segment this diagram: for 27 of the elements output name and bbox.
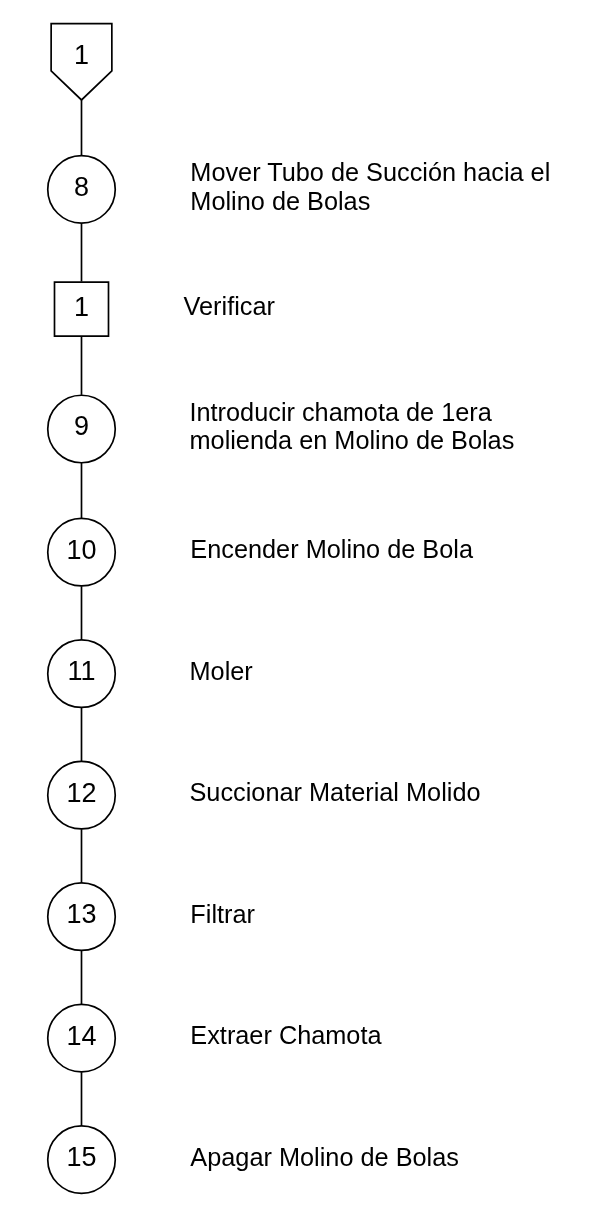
node-circle: 12	[46, 760, 117, 830]
node-circle: 10	[46, 517, 117, 587]
node-label: Apagar Molino de Bolas	[190, 1142, 459, 1171]
node-label: Verificar	[183, 292, 275, 321]
node-box: 1	[53, 281, 110, 338]
node-label: Introducir chamota de 1era molienda en Molino de Bolas	[189, 397, 515, 455]
node-circle: 9	[46, 394, 117, 464]
connector	[80, 1071, 83, 1127]
node-circle: 13	[46, 882, 117, 952]
connector	[80, 828, 83, 884]
node-circle: 15	[46, 1125, 117, 1195]
connector	[80, 949, 83, 1006]
connector	[80, 99, 83, 157]
node-label: Succionar Material Molido	[189, 778, 481, 807]
node-label: Filtrar	[190, 899, 255, 928]
connector	[80, 461, 83, 520]
connector	[80, 222, 83, 283]
connector	[80, 706, 83, 763]
node-circle: 14	[46, 1003, 117, 1073]
connector	[80, 335, 83, 396]
node-circle: 8	[46, 154, 117, 224]
node-label: Mover Tubo de Succión hacia el Molino de Bolas	[190, 157, 551, 215]
connector	[80, 585, 83, 641]
node-label: Moler	[189, 656, 253, 685]
node-circle: 11	[46, 639, 117, 709]
node-label: Extraer Chamota	[190, 1021, 382, 1050]
node-label: Encender Molino de Bola	[190, 535, 474, 564]
